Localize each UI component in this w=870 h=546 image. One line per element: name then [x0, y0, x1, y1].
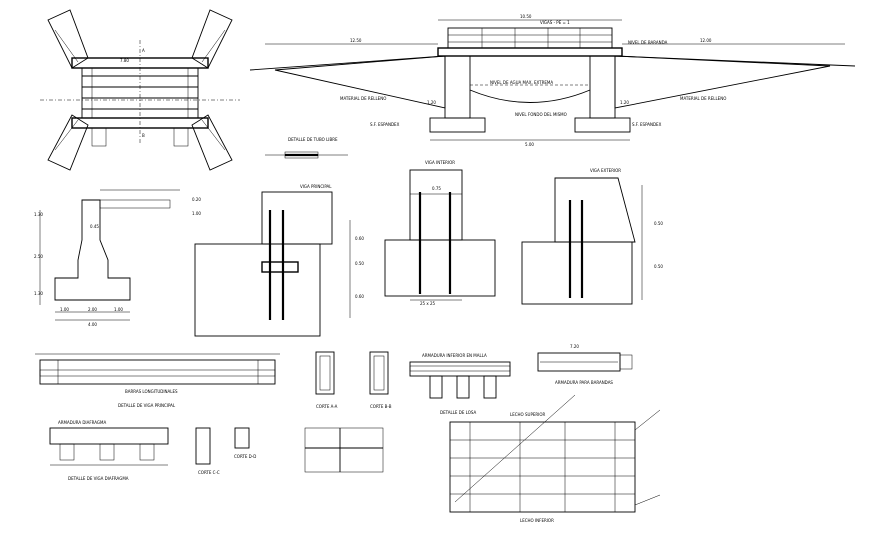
railing-dim: 7.20	[570, 344, 579, 349]
section2-bottom: 25 x 25	[420, 301, 436, 306]
abutment-left-elev	[444, 55, 471, 119]
elev-baranda-label: NIVEL DE BARANDA	[628, 40, 668, 45]
section3-footing	[521, 241, 633, 305]
section-cc-label: CORTE C-C	[198, 470, 220, 475]
slab-note: ARMADURA INFERIOR EN MALLA	[422, 353, 487, 358]
abutment-side-top: 0.20	[192, 197, 201, 202]
railing-elevation	[447, 27, 613, 49]
plan-length-label: 7.80	[120, 58, 129, 63]
diaphragm-sections: CORTE C-C CORTE D-D	[195, 427, 256, 475]
elev-right-dim: 12.00	[700, 38, 712, 43]
abutment-profile	[54, 199, 131, 301]
elev-fill-left: MATERIAL DE RELLENO	[340, 96, 386, 101]
wingwall-nw	[47, 9, 89, 69]
elev-h-left: 1.20	[427, 100, 436, 105]
section-dd-label: CORTE D-D	[234, 454, 256, 459]
elev-base-dim: 5.00	[525, 142, 534, 147]
railing-rebar-detail: 7.20 ARMADURA PARA BARANDAS	[537, 344, 633, 385]
section2-footing	[384, 239, 496, 297]
abutment-h3: 1.30	[34, 291, 43, 296]
section1-footing	[194, 243, 321, 337]
slab-bottom-layer-label: LECHO INFERIOR	[520, 518, 554, 523]
elev-fondo-label: NIVEL FONDO DEL MISMO	[515, 112, 567, 117]
column-section-3: VIGA EXTERIOR 0.50 0.50	[521, 168, 663, 305]
deck-plan	[81, 67, 199, 119]
section-dd-shape	[234, 427, 250, 449]
section-aa-shape	[315, 351, 335, 395]
wingwall-ne	[191, 9, 233, 69]
corner-detail-frame	[304, 427, 384, 473]
beam-cross-sections: CORTE A-A CORTE B-B	[315, 351, 392, 409]
section3-dim-b: 0.50	[654, 264, 663, 269]
slab-top-layer-label: LECHO SUPERIOR	[510, 412, 545, 417]
corner-detail	[304, 427, 384, 473]
abutment-h2: 2.50	[34, 254, 43, 259]
elev-h-right: 1.20	[620, 100, 629, 105]
abutment-d1: 1.00	[60, 307, 69, 312]
elev-top-dim: 10.50	[520, 14, 532, 19]
tube-detail: DETALLE DE TUBO LIBRE	[265, 137, 348, 159]
slab-plan: LECHO SUPERIOR LECHO INFERIOR	[449, 394, 661, 523]
slab-plan-outline	[449, 421, 636, 513]
riverbed-curve	[469, 89, 591, 103]
section2-pier	[409, 169, 463, 241]
slab-detail-title: DETALLE DE LOSA	[440, 410, 476, 415]
abutment-section: 1.30 2.50 1.30 1.00 2.00 1.00 4.00 0.45 …	[34, 189, 201, 327]
section1-title: VIGA PRINCIPAL	[300, 184, 332, 189]
section1-block	[261, 261, 299, 273]
section3-pier	[554, 177, 636, 243]
plan-section-a-label: A	[142, 48, 145, 53]
section2-width: 0.75	[432, 186, 441, 191]
footing-right	[574, 117, 631, 133]
column-section-2: VIGA INTERIOR 0.75 25 x 25	[384, 160, 496, 306]
abutment-top-dim: 0.45	[90, 224, 99, 229]
beam-detail-title: DETALLE DE VIGA PRINCIPAL	[118, 403, 176, 408]
diaphragm-detail: ARMADURA DIAFRAGMA DETALLE DE VIGA DIAFR…	[49, 420, 169, 481]
abutment-total: 4.00	[88, 322, 97, 327]
section1-dim-top: 0.60	[355, 236, 364, 241]
section-bb-shape	[369, 351, 389, 395]
section2-title: VIGA INTERIOR	[425, 160, 455, 165]
plan-section-b-label: B	[142, 133, 145, 138]
diaphragm-note: ARMADURA DIAFRAGMA	[58, 420, 106, 425]
bridge-elevation: 10.50 VIGAS - PE = 1 12.50 12.00 NIVEL D…	[249, 14, 856, 147]
bridge-plan-view: A B 7.80	[40, 9, 240, 171]
section1-dim-bot: 0.60	[355, 294, 364, 299]
deck-elevation	[437, 47, 623, 57]
elev-fill-right: MATERIAL DE RELLENO	[680, 96, 726, 101]
railing-note: ARMADURA PARA BARANDAS	[555, 380, 613, 385]
elev-left-dim: 12.50	[350, 38, 362, 43]
slab-outline	[409, 361, 511, 377]
abutment-d2: 2.00	[88, 307, 97, 312]
abutment-right-elev	[589, 55, 616, 119]
wingwall-se	[191, 114, 233, 171]
tube-detail-title: DETALLE DE TUBO LIBRE	[288, 137, 338, 142]
section-cc-shape	[195, 427, 211, 465]
wingwall-sw	[47, 114, 89, 171]
abutment-d3: 1.00	[114, 307, 123, 312]
section3-title: VIGA EXTERIOR	[590, 168, 621, 173]
abutment-h1: 1.30	[34, 212, 43, 217]
section-bb-label: CORTE B-B	[370, 404, 392, 409]
main-beam-detail: BARRAS LONGITUDINALES DETALLE DE VIGA PR…	[35, 353, 280, 408]
section1-cap	[261, 191, 333, 245]
section1-dim-mid: 0.50	[355, 261, 364, 266]
elev-deck-label: VIGAS - PE = 1	[540, 20, 570, 25]
beam-outline	[39, 359, 276, 385]
column-section-1: VIGA PRINCIPAL 0.60 0.50 0.60	[194, 184, 364, 337]
section3-dim-a: 0.50	[654, 221, 663, 226]
elev-ff-right: S.F. ESPANDEX	[632, 122, 662, 127]
footing-left	[429, 117, 486, 133]
diaphragm-title: DETALLE DE VIGA DIAFRAGMA	[68, 476, 129, 481]
beam-note: BARRAS LONGITUDINALES	[125, 389, 178, 394]
elev-ff-left: S.F. ESPANDEX	[370, 122, 400, 127]
abutment-side-mid: 1.00	[192, 211, 201, 216]
elev-water-label: NIVEL DE AGUA MAX. EXTREMA	[490, 80, 553, 85]
slab-detail: ARMADURA INFERIOR EN MALLA DETALLE DE LO…	[409, 353, 511, 415]
diaphragm-outline	[49, 427, 169, 445]
section-aa-label: CORTE A-A	[316, 404, 338, 409]
